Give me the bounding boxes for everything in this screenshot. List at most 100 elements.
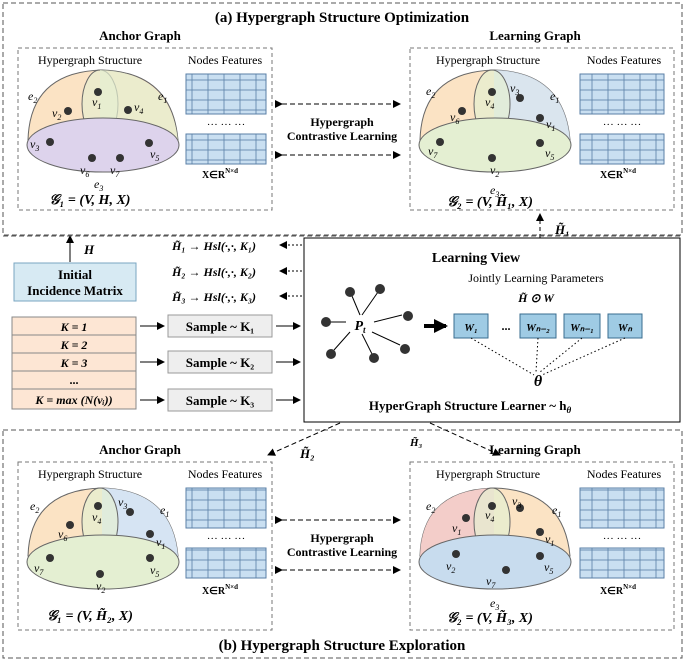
nodes-features-label: Nodes Features [188,53,263,67]
svg-text:v1: v1 [452,521,461,537]
svg-text:e1: e1 [550,89,559,105]
learning-view: Learning View Jointly Learning Parameter… [303,237,681,423]
top-section-frame [2,2,683,236]
svg-text:K = 3: K = 3 [60,356,88,370]
svg-text:K = max (N(vᵢ)): K = max (N(vᵢ)) [34,393,112,407]
svg-text:Initial: Initial [58,267,92,282]
svg-text:e2: e2 [426,499,435,515]
hypergraph-structure-label: Hypergraph Structure [38,53,142,67]
hyperedge-e3 [26,117,180,173]
svg-text:v1: v1 [546,117,555,133]
top-anchor-formula: 𝒢₁ = (V, H, X) [50,193,131,208]
svg-text:Sample ~ K₂: Sample ~ K₂ [186,355,255,370]
top-contrastive: Hypergraph Contrastive Learning [275,100,401,159]
svg-text:Learning Graph: Learning Graph [489,442,581,457]
svg-text:v1: v1 [156,535,165,551]
svg-text:e3: e3 [94,177,103,193]
bottom-anchor-graph: Anchor Graph Hypergraph Structure Nodes … [17,442,273,631]
svg-text:··· ··· ···: ··· ··· ··· [603,533,641,545]
svg-text:e2: e2 [28,89,37,105]
svg-text:v4: v4 [485,95,494,111]
svg-text:v2: v2 [52,106,61,122]
svg-text:θ: θ [534,373,543,390]
initial-incidence-matrix: H Initial Incidence Matrix [13,235,137,302]
svg-text:v3: v3 [30,137,39,153]
svg-text:X∈RN×d: X∈RN×d [600,167,636,181]
svg-text:Wₙ: Wₙ [618,322,633,334]
svg-text:Jointly Learning Parameters: Jointly Learning Parameters [468,271,604,285]
h2-h3-links: H̃₂ H̃₃ [267,422,501,461]
svg-text:H̃₃ → Hsl(·,·, K₃): H̃₃ → Hsl(·,·, K₃) [171,290,256,304]
feature-matrix-label: X∈RN×d [202,167,238,181]
svg-text:v5: v5 [150,147,159,163]
hsl-formulas: H̃₁ → Hsl(·,·, K₁) H̃₂ → Hsl(·,·, K₂) H̃… [171,239,302,304]
feature-dots: ··· ··· ··· [207,119,245,131]
h1-tilde-link: H̃₁ [536,213,570,238]
svg-text:v5: v5 [545,146,554,162]
svg-text:X∈RN×d: X∈RN×d [600,583,636,597]
svg-text:Nodes Features: Nodes Features [188,467,263,481]
svg-text:v6: v6 [450,110,459,126]
svg-text:H̃₃: H̃₃ [409,436,423,449]
svg-text:v2: v2 [446,559,455,575]
k-table: K = 1 K = 2 K = 3 ... K = max (N(vᵢ)) [11,316,137,410]
bottom-learning-formula: 𝒢₂ = (V, H̃₃, X) [447,609,533,626]
svg-text:Contrastive Learning: Contrastive Learning [287,129,397,143]
svg-text:Incidence Matrix: Incidence Matrix [27,283,123,298]
svg-text:Anchor Graph: Anchor Graph [99,442,182,457]
svg-text:v6: v6 [80,163,89,179]
svg-text:e2: e2 [426,84,435,100]
top-learning-formula: 𝒢₂ = (V, H̃₁, X) [447,193,533,210]
svg-text:...: ... [70,373,79,387]
bottom-title: (b) Hypergraph Structure Exploration [219,638,466,654]
svg-text:Nodes Features: Nodes Features [587,53,662,67]
feature-matrix-top [185,73,267,115]
svg-text:H̃₁ → Hsl(·,·, K₁): H̃₁ → Hsl(·,·, K₁) [171,239,256,253]
svg-text:Wₙ₋₂: Wₙ₋₂ [526,322,550,334]
svg-text:...: ... [502,319,511,333]
svg-text:e1: e1 [552,503,561,519]
svg-text:Learning View: Learning View [432,251,521,266]
svg-text:e1: e1 [158,89,167,105]
svg-text:··· ··· ···: ··· ··· ··· [603,119,641,131]
svg-text:v4: v4 [485,508,494,524]
svg-text:··· ··· ···: ··· ··· ··· [207,533,245,545]
top-anchor-graph: Anchor Graph Hypergraph Structure Nodes … [17,28,273,211]
svg-text:Sample ~ K₁: Sample ~ K₁ [186,319,255,334]
svg-text:Hypergraph Structure: Hypergraph Structure [436,467,540,481]
svg-text:v3: v3 [118,495,127,511]
svg-text:Hypergraph: Hypergraph [310,531,374,545]
svg-text:Hypergraph Structure: Hypergraph Structure [38,467,142,481]
svg-text:v1: v1 [92,95,101,111]
svg-text:Hypergraph Structure: Hypergraph Structure [436,53,540,67]
anchor-graph-box [17,47,273,211]
svg-text:W₁: W₁ [464,322,478,334]
svg-text:v6: v6 [58,527,67,543]
bottom-section-frame [2,429,683,659]
svg-text:v2: v2 [96,579,105,595]
top-learning-graph: Learning Graph Hypergraph Structure Node… [409,28,675,211]
svg-text:Wₙ₋₁: Wₙ₋₁ [570,322,594,334]
svg-text:e3: e3 [490,183,499,199]
svg-text:Hypergraph: Hypergraph [310,115,374,129]
svg-text:HyperGraph Structure Learner ~: HyperGraph Structure Learner ~ hθ [369,398,572,415]
svg-text:H̃₂ → Hsl(·,·, K₂): H̃₂ → Hsl(·,·, K₂) [171,265,256,279]
svg-text:v4: v4 [134,100,143,116]
svg-text:Nodes Features: Nodes Features [587,467,662,481]
top-title: (a) Hypergraph Structure Optimization [215,10,470,26]
svg-text:H̃₂: H̃₂ [299,446,315,461]
feature-matrix-bottom [185,133,267,165]
bottom-contrastive: Hypergraph Contrastive Learning [275,516,401,574]
svg-text:v7: v7 [110,163,120,179]
svg-text:v3: v3 [512,494,521,510]
sample-boxes: Sample ~ K₁ Sample ~ K₂ Sample ~ K₃ [140,314,301,412]
svg-text:Contrastive Learning: Contrastive Learning [287,545,397,559]
svg-text:Learning Graph: Learning Graph [489,28,581,43]
svg-text:Pt: Pt [354,319,366,335]
svg-text:K = 2: K = 2 [60,338,88,352]
svg-text:v5: v5 [150,563,159,579]
svg-text:H̃ ⊙ W: H̃ ⊙ W [517,291,555,305]
bottom-anchor-formula: 𝒢₁ = (V, H̃₂, X) [47,607,133,624]
svg-text:e2: e2 [30,499,39,515]
